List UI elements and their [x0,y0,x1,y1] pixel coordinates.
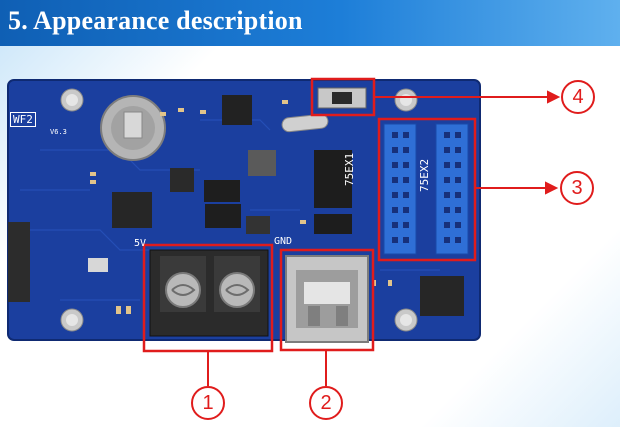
board-model-label: WF2 [10,112,36,127]
silk-gnd-label: GND [274,236,293,247]
crystal [281,113,329,133]
power-terminal [149,249,269,337]
callout-4: 4 [561,80,595,114]
silk-75ex1-label: 75EX1 [343,152,356,186]
push-button [317,87,367,109]
callout-1: 1 [191,386,225,420]
chips [88,95,464,316]
callout-lines [207,90,561,386]
silk-5v-label: 5V [134,238,147,249]
usb-port [285,255,369,343]
board-version-label: V6.3 [50,128,67,136]
silk-75ex2-label: 75EX2 [418,158,431,192]
side-connector [8,222,30,302]
coin-battery [100,95,166,161]
callout-2: 2 [309,386,343,420]
mounting-holes [60,88,418,332]
section-title: 5. Appearance description [8,6,303,35]
hub75-connectors [383,123,469,255]
header-banner: 5. Appearance description [0,0,620,46]
callout-3: 3 [560,171,594,205]
highlight-hub75-ports [377,117,477,262]
